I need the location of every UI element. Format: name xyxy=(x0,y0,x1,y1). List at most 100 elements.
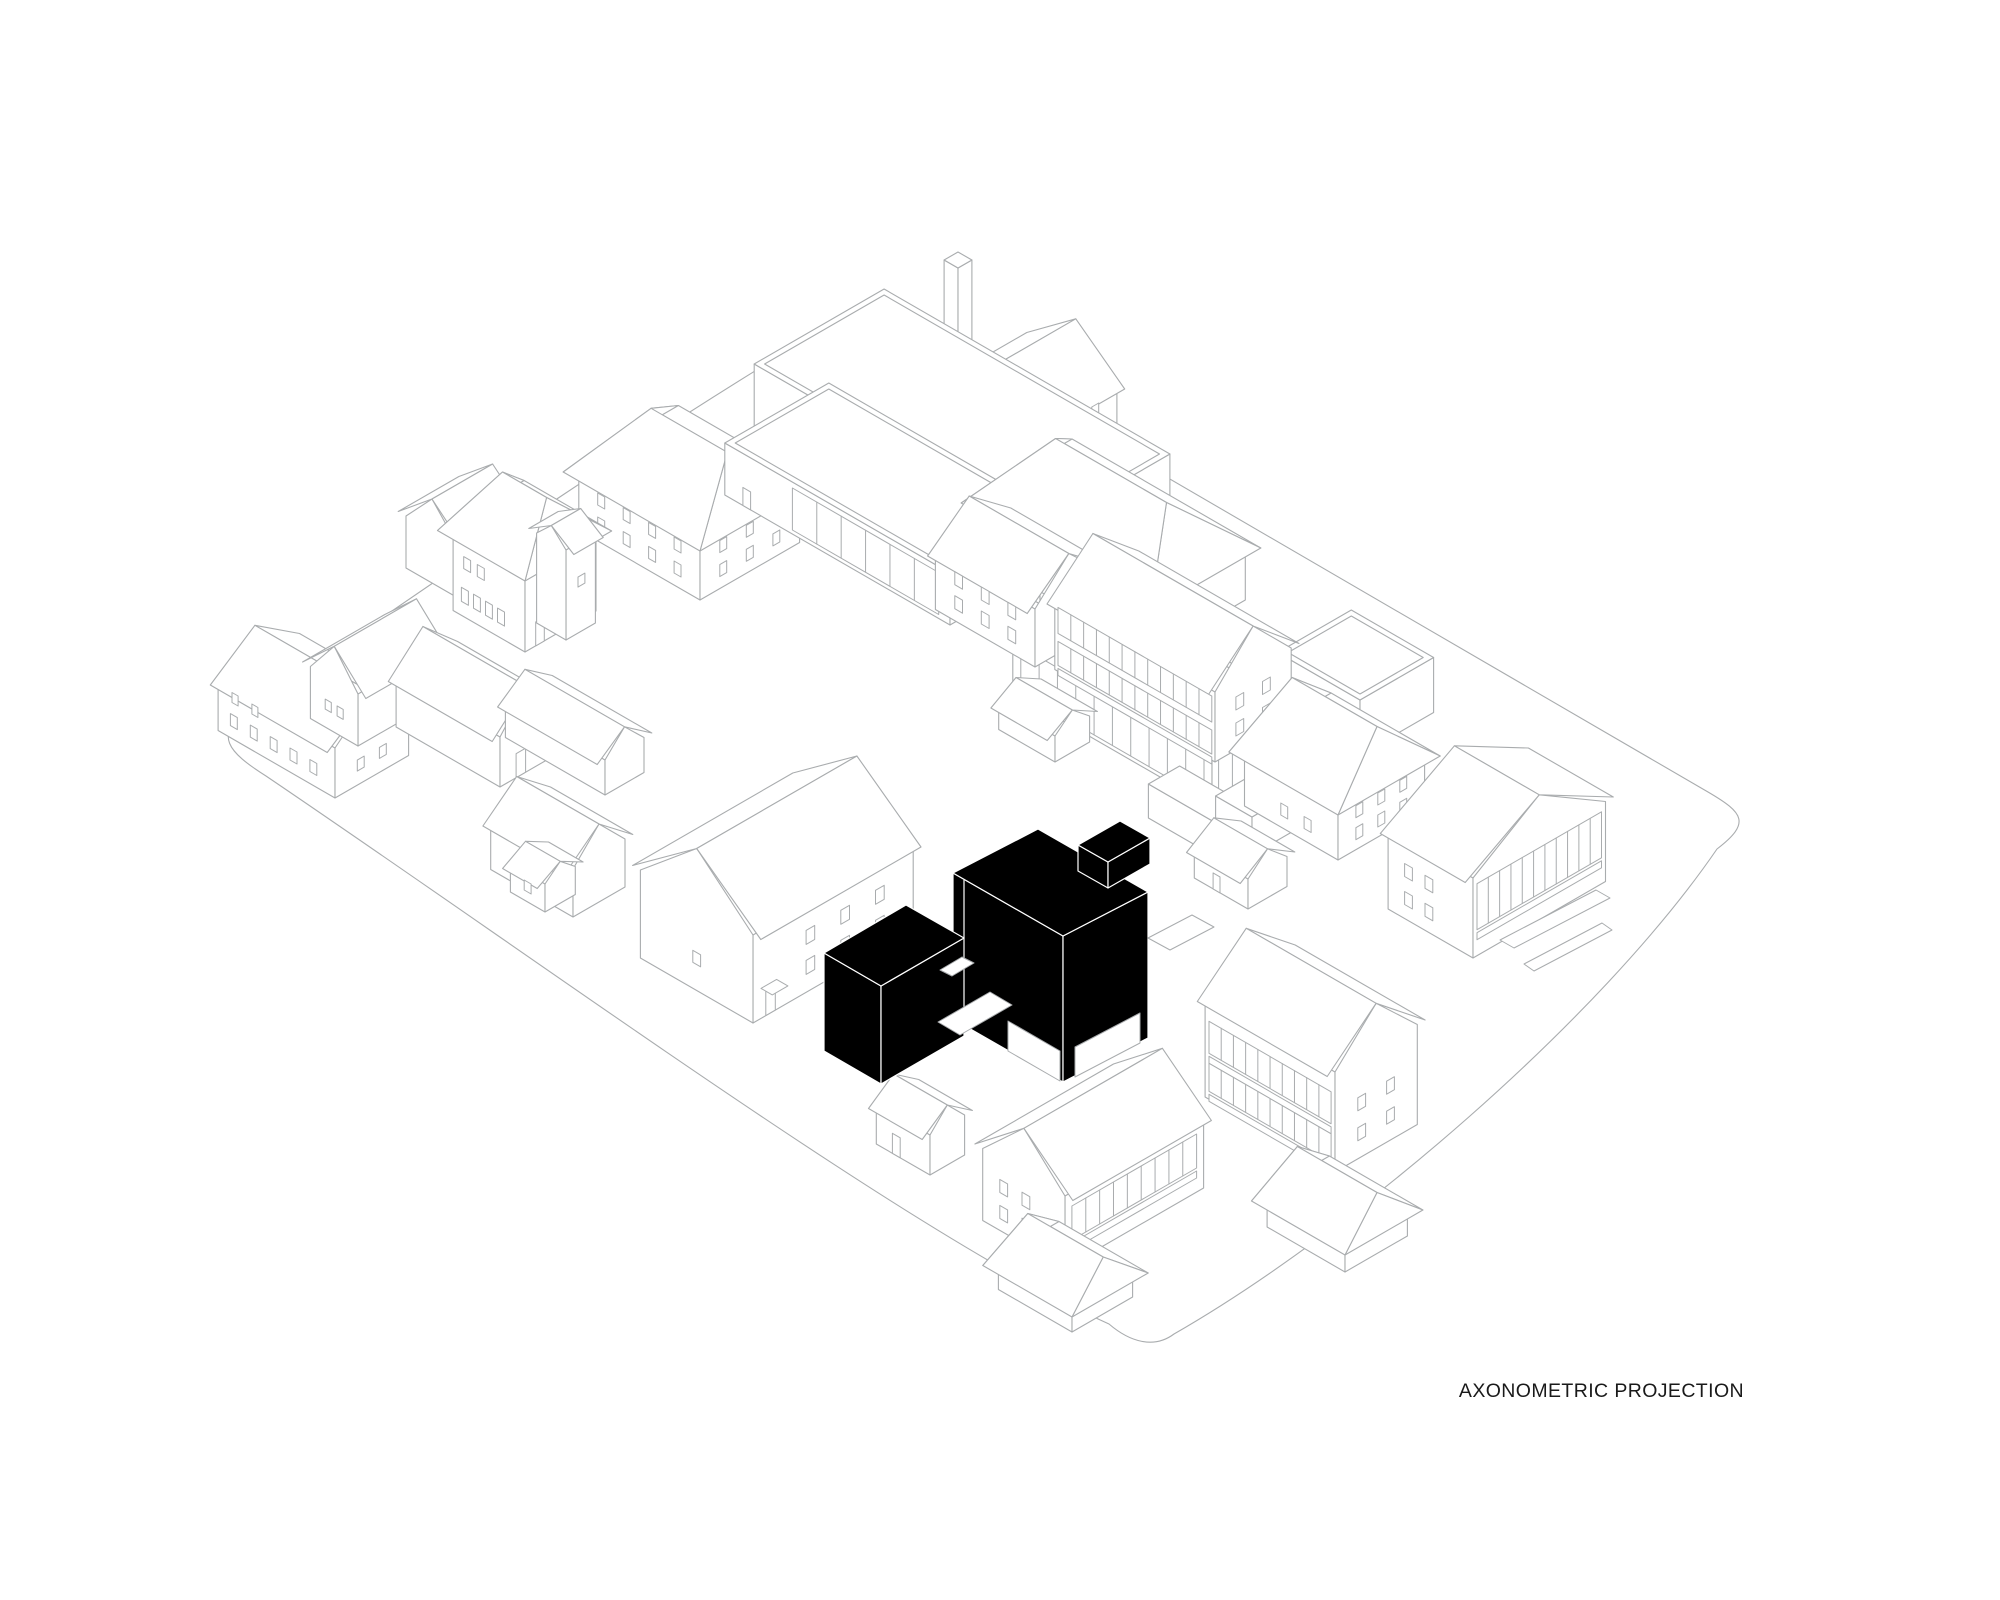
window xyxy=(460,586,469,606)
window xyxy=(648,545,657,563)
window xyxy=(999,1178,1009,1198)
window xyxy=(1424,902,1434,922)
roof-plane xyxy=(550,507,604,556)
black-volume-face xyxy=(952,828,1149,937)
window xyxy=(324,698,332,714)
window xyxy=(378,742,387,759)
window xyxy=(251,703,259,718)
window xyxy=(1399,775,1408,793)
glazing-band xyxy=(1476,811,1602,931)
window xyxy=(1355,801,1364,819)
hip-porch-east xyxy=(1250,1145,1424,1273)
roof-plane xyxy=(982,1212,1104,1318)
door xyxy=(1212,872,1221,894)
window xyxy=(1280,802,1289,820)
window xyxy=(622,507,631,525)
roof-plane xyxy=(1185,817,1269,885)
roof-plane xyxy=(867,1073,948,1141)
door xyxy=(742,486,752,511)
ground-floor-recess xyxy=(1074,1012,1141,1078)
gable-wall xyxy=(1334,1002,1418,1173)
window xyxy=(980,610,990,629)
ramp xyxy=(1523,922,1613,972)
gable-wall xyxy=(639,847,754,1024)
parapet xyxy=(1287,615,1424,695)
stair-tower xyxy=(528,507,604,641)
window xyxy=(692,949,702,968)
balcony-rail xyxy=(1057,667,1213,765)
roof-plane xyxy=(927,495,1070,615)
ramp xyxy=(1499,889,1611,949)
black-volume-face xyxy=(1077,820,1151,863)
window xyxy=(269,736,278,754)
window xyxy=(840,904,850,925)
window xyxy=(1007,625,1017,645)
window xyxy=(485,600,493,620)
gable-wall xyxy=(604,726,645,796)
ground-floor-recess xyxy=(1007,1020,1061,1082)
highlighted-building-layer xyxy=(823,820,1215,1085)
roof-plane xyxy=(696,755,922,941)
gallery-house-east xyxy=(1046,532,1300,765)
three-storey-house xyxy=(1196,927,1426,1173)
window xyxy=(1404,863,1413,882)
window xyxy=(476,564,485,581)
window xyxy=(309,759,318,776)
hip-house-east xyxy=(1228,676,1441,861)
flat-roof xyxy=(1277,609,1435,701)
window xyxy=(622,531,631,549)
window xyxy=(805,924,816,945)
window xyxy=(772,529,781,547)
long-barn xyxy=(497,668,653,796)
balcony-house-south xyxy=(974,1047,1212,1269)
window xyxy=(980,586,990,605)
gable-wall xyxy=(536,524,567,641)
window xyxy=(229,713,238,731)
window xyxy=(1377,810,1386,828)
hut-south xyxy=(867,1073,973,1176)
window xyxy=(523,879,532,895)
window xyxy=(999,1204,1009,1224)
window xyxy=(648,521,657,539)
window xyxy=(497,607,505,627)
roof-plane xyxy=(1379,745,1540,884)
window xyxy=(875,884,885,905)
window xyxy=(597,492,606,510)
window xyxy=(289,747,298,765)
window xyxy=(1377,788,1386,806)
roof-plane xyxy=(436,471,548,582)
balcony-rail xyxy=(1476,860,1602,941)
door xyxy=(891,1132,901,1159)
ground-floor-recess xyxy=(939,956,975,977)
window xyxy=(954,595,963,614)
window xyxy=(336,705,344,720)
window xyxy=(577,572,586,588)
hip-porch-south xyxy=(982,1212,1149,1333)
balcony-house-east xyxy=(1379,745,1614,959)
drawing-caption: AXONOMETRIC PROJECTION xyxy=(1459,1380,1744,1402)
window xyxy=(463,556,472,574)
window xyxy=(1021,1191,1031,1211)
roof-plane xyxy=(1196,927,1377,1078)
window xyxy=(1386,1076,1395,1095)
window xyxy=(1235,718,1245,737)
ground-floor-recess xyxy=(937,991,1013,1036)
window xyxy=(1386,1106,1395,1125)
gable-wall xyxy=(1247,848,1288,910)
roof-plane xyxy=(1023,1047,1212,1202)
window xyxy=(719,560,728,578)
window xyxy=(231,692,239,707)
window xyxy=(1262,676,1271,695)
house-center xyxy=(632,755,922,1024)
window xyxy=(719,536,728,554)
window xyxy=(1355,823,1364,841)
window xyxy=(1235,692,1245,711)
window xyxy=(954,571,963,590)
window xyxy=(673,536,682,554)
roof-plane xyxy=(1228,676,1378,816)
window xyxy=(356,755,365,772)
window xyxy=(1357,1092,1367,1112)
window xyxy=(673,560,682,578)
